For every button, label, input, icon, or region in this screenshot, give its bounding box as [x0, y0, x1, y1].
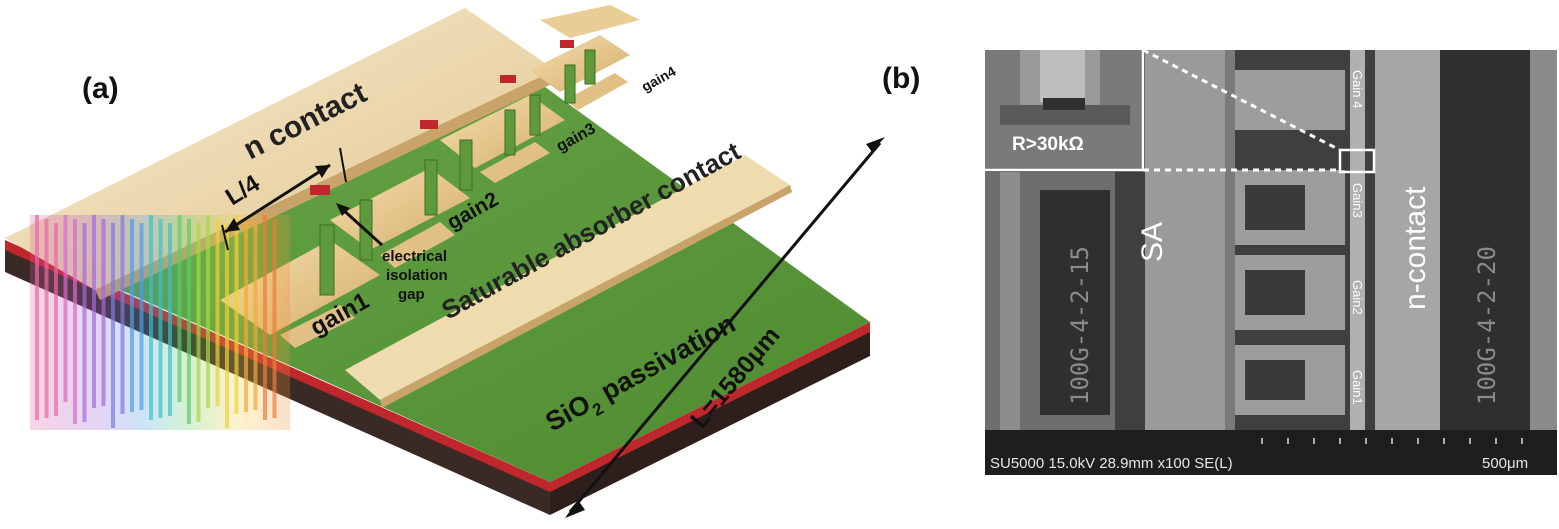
isolation-line-3: gap	[398, 286, 425, 303]
sa-label: SA	[1136, 222, 1169, 262]
light-ray	[244, 219, 248, 412]
light-ray	[177, 215, 182, 402]
light-ray	[149, 215, 153, 420]
zoom-box	[1338, 148, 1376, 174]
light-ray	[206, 215, 210, 408]
light-ray	[263, 215, 267, 420]
light-ray	[54, 223, 58, 416]
scale-ticks	[1261, 438, 1523, 444]
substrate-side	[550, 330, 870, 515]
isolation-pointer	[336, 203, 384, 247]
isolation-line-1: electrical	[382, 248, 447, 265]
light-ray	[253, 223, 258, 410]
light-ray	[234, 215, 239, 414]
sem-gain2-label: Gain2	[1350, 280, 1365, 315]
inset-resistance-label: R>30kΩ	[1012, 134, 1084, 155]
sa-band	[345, 155, 790, 400]
scale-bar-label: 500μm	[1482, 455, 1528, 472]
panel-a-label: (a)	[82, 72, 119, 105]
ridge-structures	[319, 49, 596, 296]
chip-code-left: 100G-4-2-15	[1066, 246, 1094, 405]
sem-inset	[985, 50, 1145, 172]
sa-band-edge	[380, 185, 792, 408]
light-ray	[139, 223, 144, 410]
sem-gain3-label: Gain3	[1350, 183, 1365, 218]
panel-b-label: (b)	[882, 62, 920, 95]
light-ray	[196, 223, 201, 422]
sem-image	[985, 50, 1557, 475]
isolation-gap-label: electrical isolation gap	[382, 248, 448, 303]
isolation-line-2: isolation	[386, 267, 448, 284]
light-ray	[272, 219, 277, 418]
red-layer	[5, 240, 870, 492]
chip-code-right: 100G-4-2-20	[1473, 246, 1501, 405]
light-ray	[130, 219, 134, 412]
sem-gain-inner	[1245, 185, 1305, 400]
light-ray	[35, 215, 39, 420]
light-ray	[225, 223, 229, 428]
sem-gain4-label: Gain 4	[1350, 70, 1365, 108]
sem-gain1-label: Gain1	[1350, 370, 1365, 405]
zoom-guides	[1142, 48, 1341, 172]
light-ray	[158, 219, 163, 418]
light-ray	[63, 215, 68, 402]
gain4-label: gain4	[639, 63, 679, 95]
light-ray	[92, 215, 96, 408]
light-ray	[44, 219, 49, 418]
light-ray	[101, 219, 106, 406]
light-ray	[168, 223, 172, 416]
isolation-markers	[310, 40, 574, 195]
sem-info: SU5000 15.0kV 28.9mm x100 SE(L)	[990, 455, 1233, 472]
light-ray	[187, 219, 191, 424]
sem-n-contact-label: n-contact	[1399, 186, 1432, 310]
light-ray	[111, 223, 115, 428]
quarter-length-arrow	[221, 147, 347, 251]
panel-a-device	[5, 5, 885, 518]
light-ray	[215, 219, 220, 406]
light-rays	[35, 215, 277, 428]
total-length-arrow	[565, 137, 885, 518]
light-ray	[82, 223, 87, 422]
light-ray	[73, 219, 77, 424]
light-ray	[120, 215, 125, 414]
